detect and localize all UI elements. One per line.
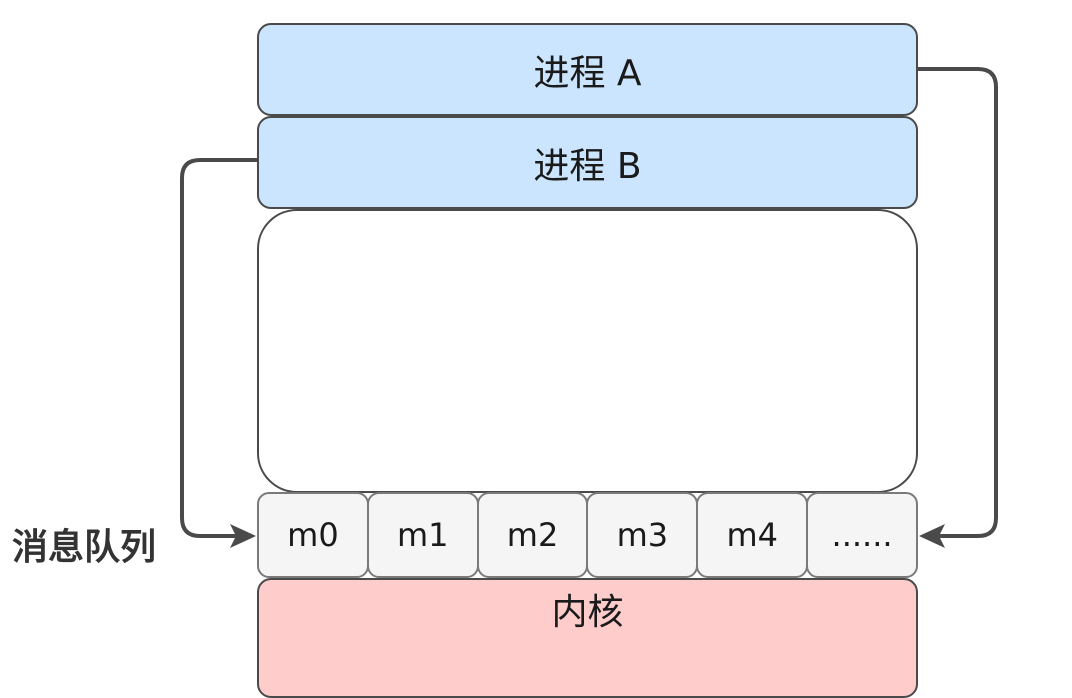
queue-cell-label: ...... [831, 516, 893, 554]
queue-cell: m2 [476, 492, 589, 578]
queue-cell: m3 [586, 492, 699, 578]
message-queue: m0 m1 m2 m3 m4 ...... [257, 492, 918, 578]
queue-cell-label: m3 [616, 516, 669, 554]
queue-cell-label: m0 [287, 516, 339, 554]
process-b-box: 进程 B [257, 116, 918, 209]
kernel-label: 内核 [551, 592, 624, 633]
arrows [180, 67, 998, 548]
queue-cell: m1 [366, 492, 479, 578]
process-a-box: 进程 A [257, 23, 918, 116]
queue-cell: ...... [806, 492, 918, 578]
queue-cell-label: m4 [726, 516, 778, 554]
queue-label: 消息队列 [12, 527, 157, 568]
queue-cell-label: m1 [396, 516, 449, 554]
process-a-label: 进程 A [533, 52, 642, 94]
arrow-process-b-to-queue [180, 158, 259, 538]
queue-cell-label: m2 [506, 516, 559, 554]
arrow-head-right [919, 524, 945, 548]
queue-cell: m0 [257, 492, 369, 578]
arrow-process-a-to-queue [916, 67, 998, 538]
queue-cell: m4 [696, 492, 809, 578]
process-b-label: 进程 B [533, 145, 642, 187]
empty-memory-region [257, 209, 918, 493]
arrow-head-left [230, 524, 256, 548]
